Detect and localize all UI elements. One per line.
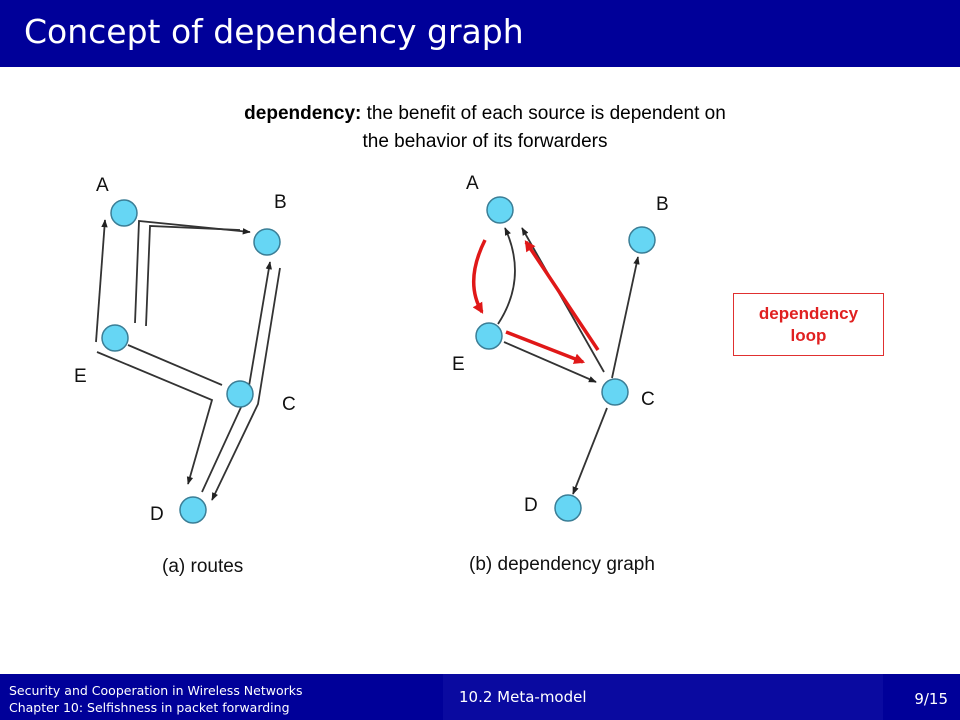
loop-edge-e-to-c — [505, 330, 586, 364]
dependency-loop-callout: dependency loop — [733, 293, 884, 356]
route-b-to-d-2 — [211, 267, 281, 501]
edge-e-to-c — [503, 341, 597, 383]
definition-line-2: the behavior of its forwarders — [362, 131, 608, 152]
definition-text-1: the benefit of each source is dependent … — [361, 103, 726, 124]
label-e-routes: E — [74, 366, 87, 387]
node-c-routes — [226, 380, 254, 408]
footer-book-title: Security and Cooperation in Wireless Net… — [9, 683, 303, 698]
loop-edge-a-to-e — [471, 239, 487, 314]
definition-term: dependency: — [244, 103, 362, 124]
slide-title: Concept of dependency graph — [24, 12, 524, 51]
label-b-routes: B — [274, 192, 287, 213]
footer-course-info: Security and Cooperation in Wireless Net… — [9, 682, 303, 716]
callout-line-2: loop — [790, 326, 827, 345]
label-d-routes: D — [150, 504, 164, 525]
callout-line-1: dependency — [758, 304, 859, 323]
title-bar: Concept of dependency graph — [0, 0, 960, 67]
node-e-dependency — [475, 322, 503, 350]
edge-e-to-a — [497, 227, 516, 325]
route-a-to-b — [134, 220, 251, 324]
dependency-graph-diagram: A B E C D (b) dependency graph — [452, 173, 669, 575]
footer-chapter: Chapter 10: Selfishness in packet forwar… — [9, 700, 290, 715]
routes-diagram: A B E C D (a) routes — [74, 175, 296, 577]
edge-c-to-b — [611, 256, 640, 379]
route-e-to-d — [96, 351, 214, 485]
page-number: 9/15 — [914, 690, 948, 708]
label-c-routes: C — [282, 394, 296, 415]
label-d-dependency: D — [524, 495, 538, 516]
loop-edge-c-to-a — [524, 240, 600, 351]
node-a-dependency — [486, 196, 514, 224]
definition-line-1: dependency: the benefit of each source i… — [0, 100, 960, 128]
node-d-routes — [179, 496, 207, 524]
node-e-routes — [101, 324, 129, 352]
node-c-dependency — [601, 378, 629, 406]
label-a-dependency: A — [466, 173, 479, 194]
label-b-dependency: B — [656, 194, 669, 215]
caption-routes: (a) routes — [162, 556, 243, 577]
footer-section-box: 10.2 Meta-model — [443, 674, 883, 720]
node-b-dependency — [628, 226, 656, 254]
label-c-dependency: C — [641, 389, 655, 410]
footer-bar: Security and Cooperation in Wireless Net… — [0, 674, 960, 720]
definition-text: dependency: the benefit of each source i… — [0, 100, 960, 156]
node-d-dependency — [554, 494, 582, 522]
route-e-c-line — [127, 344, 223, 386]
route-e-to-a — [95, 219, 108, 343]
edge-c-to-d — [572, 407, 608, 495]
footer-section-label: 10.2 Meta-model — [459, 688, 587, 706]
label-e-dependency: E — [452, 354, 465, 375]
route-e-up-line — [145, 225, 241, 327]
route-d-to-b-1 — [201, 261, 272, 493]
caption-dependency-graph: (b) dependency graph — [469, 554, 655, 575]
label-a-routes: A — [96, 175, 109, 196]
node-b-routes — [253, 228, 281, 256]
node-a-routes — [110, 199, 138, 227]
